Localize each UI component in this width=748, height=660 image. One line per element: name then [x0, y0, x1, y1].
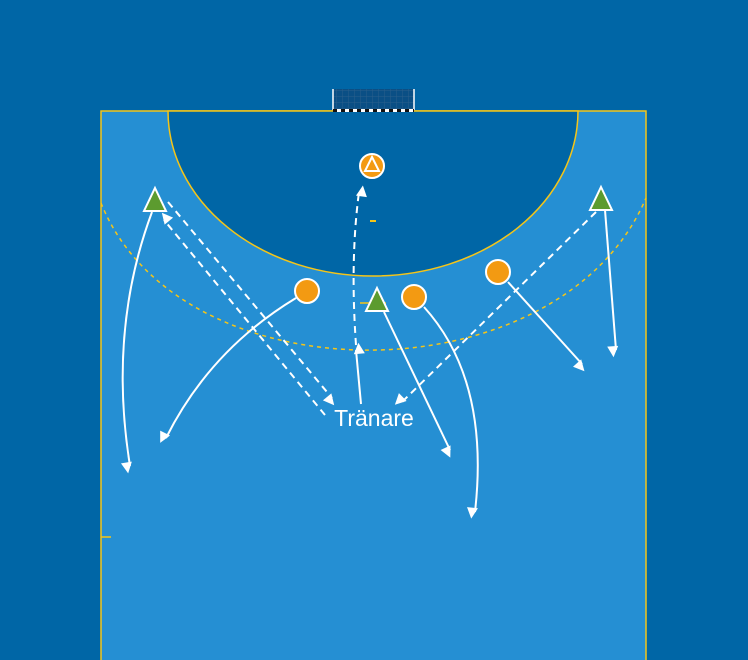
coach-pass-arrow: [353, 342, 365, 405]
pass-arrow-right-wing-to-coach: [394, 211, 597, 405]
attacker-player-left-back: [294, 278, 320, 304]
free-throw-line: [100, 197, 647, 351]
pass-arrow-coach-to-left-wing: [161, 212, 326, 416]
goal-area: [167, 110, 579, 277]
run-arrow-right-wing: [604, 209, 619, 358]
player-triangle-pivot: [364, 285, 390, 312]
pass-arrow-left-wing-to-coach: [167, 201, 335, 406]
goal: [332, 89, 415, 112]
player-triangle-left-wing: [142, 185, 168, 212]
pass-arrow-to-goalkeeper: [352, 185, 367, 346]
coach-label: Tränare: [334, 405, 414, 431]
run-arrow-pivot: [383, 311, 451, 458]
goalkeeper-triangle-icon: [363, 154, 381, 172]
run-arrow-right-back: [507, 281, 585, 372]
player-triangle-right-wing: [588, 184, 614, 211]
attacker-player-right-back: [485, 259, 511, 285]
attacker-player-center: [401, 284, 427, 310]
pass-arrow-left-back: [160, 297, 297, 443]
run-arrow-left-wing: [120, 211, 153, 474]
goalkeeper-player: [359, 153, 385, 179]
run-arrow-center-back: [423, 306, 479, 519]
